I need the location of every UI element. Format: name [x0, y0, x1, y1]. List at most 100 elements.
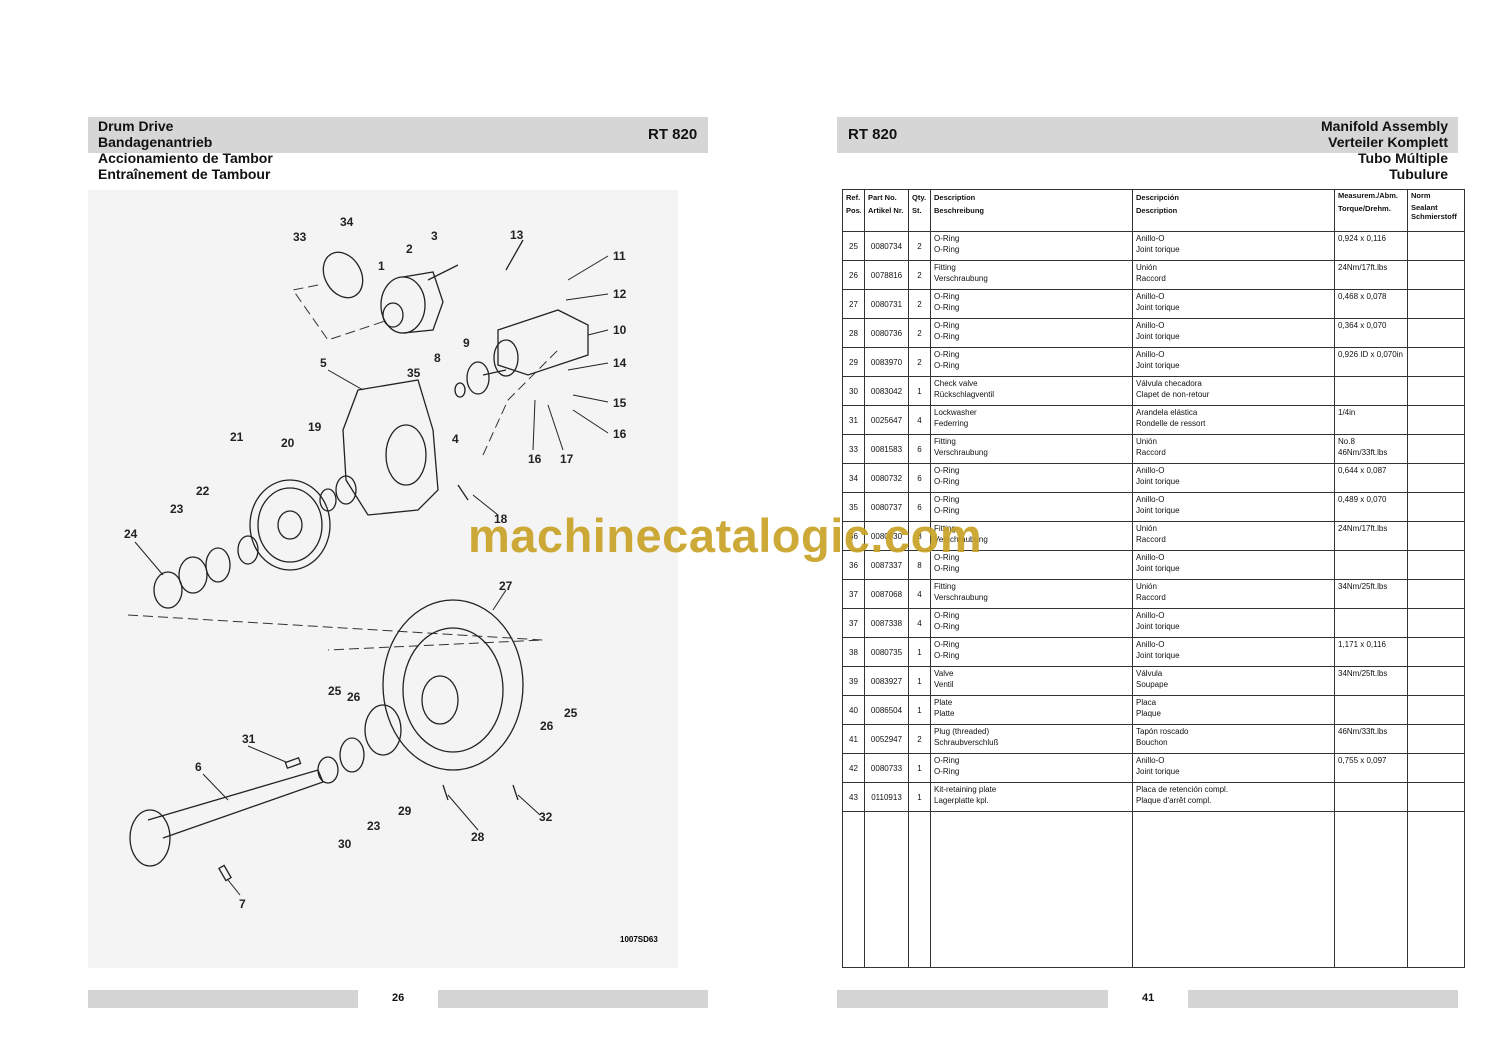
cell-norm — [1407, 695, 1465, 725]
cell-part-no: 0083970 — [864, 347, 909, 377]
motor-spline — [382, 302, 404, 328]
cell-qty: 2 — [908, 318, 931, 348]
cell-measure: 34Nm/25ft.lbs — [1334, 579, 1408, 609]
cell-part-no: 0080735 — [864, 637, 909, 667]
bolt-18 — [457, 484, 469, 501]
bearing-23-lower — [339, 737, 365, 773]
callout-25: 25 — [328, 684, 342, 698]
right-title-fr: Tubulure — [1389, 166, 1448, 182]
left-page-number: 26 — [392, 992, 405, 1004]
drum-flange-hub — [421, 675, 459, 725]
shaft-flange — [129, 809, 171, 867]
bolt-28 — [442, 784, 449, 801]
cell-norm — [1407, 782, 1465, 812]
callout-28: 28 — [471, 830, 485, 844]
cell-qty: 1 — [908, 637, 931, 667]
key-7 — [218, 864, 232, 882]
callout-26b: 26 — [540, 719, 554, 733]
callout-7: 7 — [239, 897, 246, 911]
cell-measure: 0,468 x 0,078 — [1334, 289, 1408, 319]
table-empty-filler-row — [842, 811, 1465, 968]
callout-11: 11 — [613, 249, 626, 263]
cell-norm — [1407, 318, 1465, 348]
callout-labels: 34 33 2 3 13 11 1 12 10 14 15 16 17 16 5… — [124, 215, 627, 911]
bearing-23b — [178, 556, 208, 594]
cell-part-no: 0080733 — [864, 753, 909, 783]
cell-norm — [1407, 637, 1465, 667]
cell-part-no: 0052947 — [864, 724, 909, 754]
cell-norm — [1407, 405, 1465, 435]
callout-9: 9 — [463, 336, 470, 350]
cell-part-no: 0087338 — [864, 608, 909, 638]
cell-measure: 1/4in — [1334, 405, 1408, 435]
empty-cell — [908, 811, 931, 968]
cell-ref: 37 — [842, 608, 865, 638]
hydraulic-motor — [497, 309, 589, 376]
right-title-es: Tubo Múltiple — [1358, 150, 1448, 166]
ring-gear-inner — [257, 487, 323, 563]
right-title-en: Manifold Assembly — [1320, 118, 1448, 134]
cell-norm — [1407, 463, 1465, 493]
callout-24: 24 — [124, 527, 138, 541]
left-title-fr: Entraînement de Tambour — [98, 166, 271, 182]
cell-measure — [1334, 608, 1408, 638]
hydraulic-motor-flange — [493, 339, 519, 377]
cell-qty: 4 — [908, 405, 931, 435]
cell-ref: 26 — [842, 260, 865, 290]
cell-qty: 1 — [908, 666, 931, 696]
cell-qty: 2 — [908, 289, 931, 319]
empty-cell — [864, 811, 909, 968]
callout-27: 27 — [499, 579, 513, 593]
cell-norm — [1407, 260, 1465, 290]
drive-motor-body — [402, 271, 444, 334]
cell-ref: 27 — [842, 289, 865, 319]
callout-31: 31 — [242, 732, 256, 746]
bolt-13 — [505, 239, 524, 271]
washer-8 — [454, 382, 466, 398]
left-title-en: Drum Drive — [98, 118, 174, 134]
callout-6: 6 — [195, 760, 202, 774]
left-title-block: Drum Drive Bandagenantrieb Accionamiento… — [98, 118, 273, 182]
callout-4: 4 — [452, 432, 459, 446]
cell-qty: 2 — [908, 347, 931, 377]
callout-18: 18 — [494, 512, 508, 526]
cell-qty: 2 — [908, 231, 931, 261]
callout-33: 33 — [293, 230, 307, 244]
callout-2: 2 — [406, 242, 413, 256]
leader-lines — [134, 255, 609, 896]
callout-16b: 16 — [528, 452, 542, 466]
cell-ref: 40 — [842, 695, 865, 725]
empty-cell — [842, 811, 865, 968]
assembly-line — [482, 349, 559, 456]
callout-30: 30 — [338, 837, 352, 851]
cell-measure: 34Nm/25ft.lbs — [1334, 666, 1408, 696]
right-title-block: Manifold Assembly Verteiler Komplett Tub… — [1321, 118, 1448, 182]
callout-23b: 23 — [367, 819, 381, 833]
col-header-measure: Measurem./Abm.Torque/Drehm. — [1334, 189, 1408, 232]
ring-gear-outer — [249, 479, 331, 571]
cell-part-no: 0025647 — [864, 405, 909, 435]
